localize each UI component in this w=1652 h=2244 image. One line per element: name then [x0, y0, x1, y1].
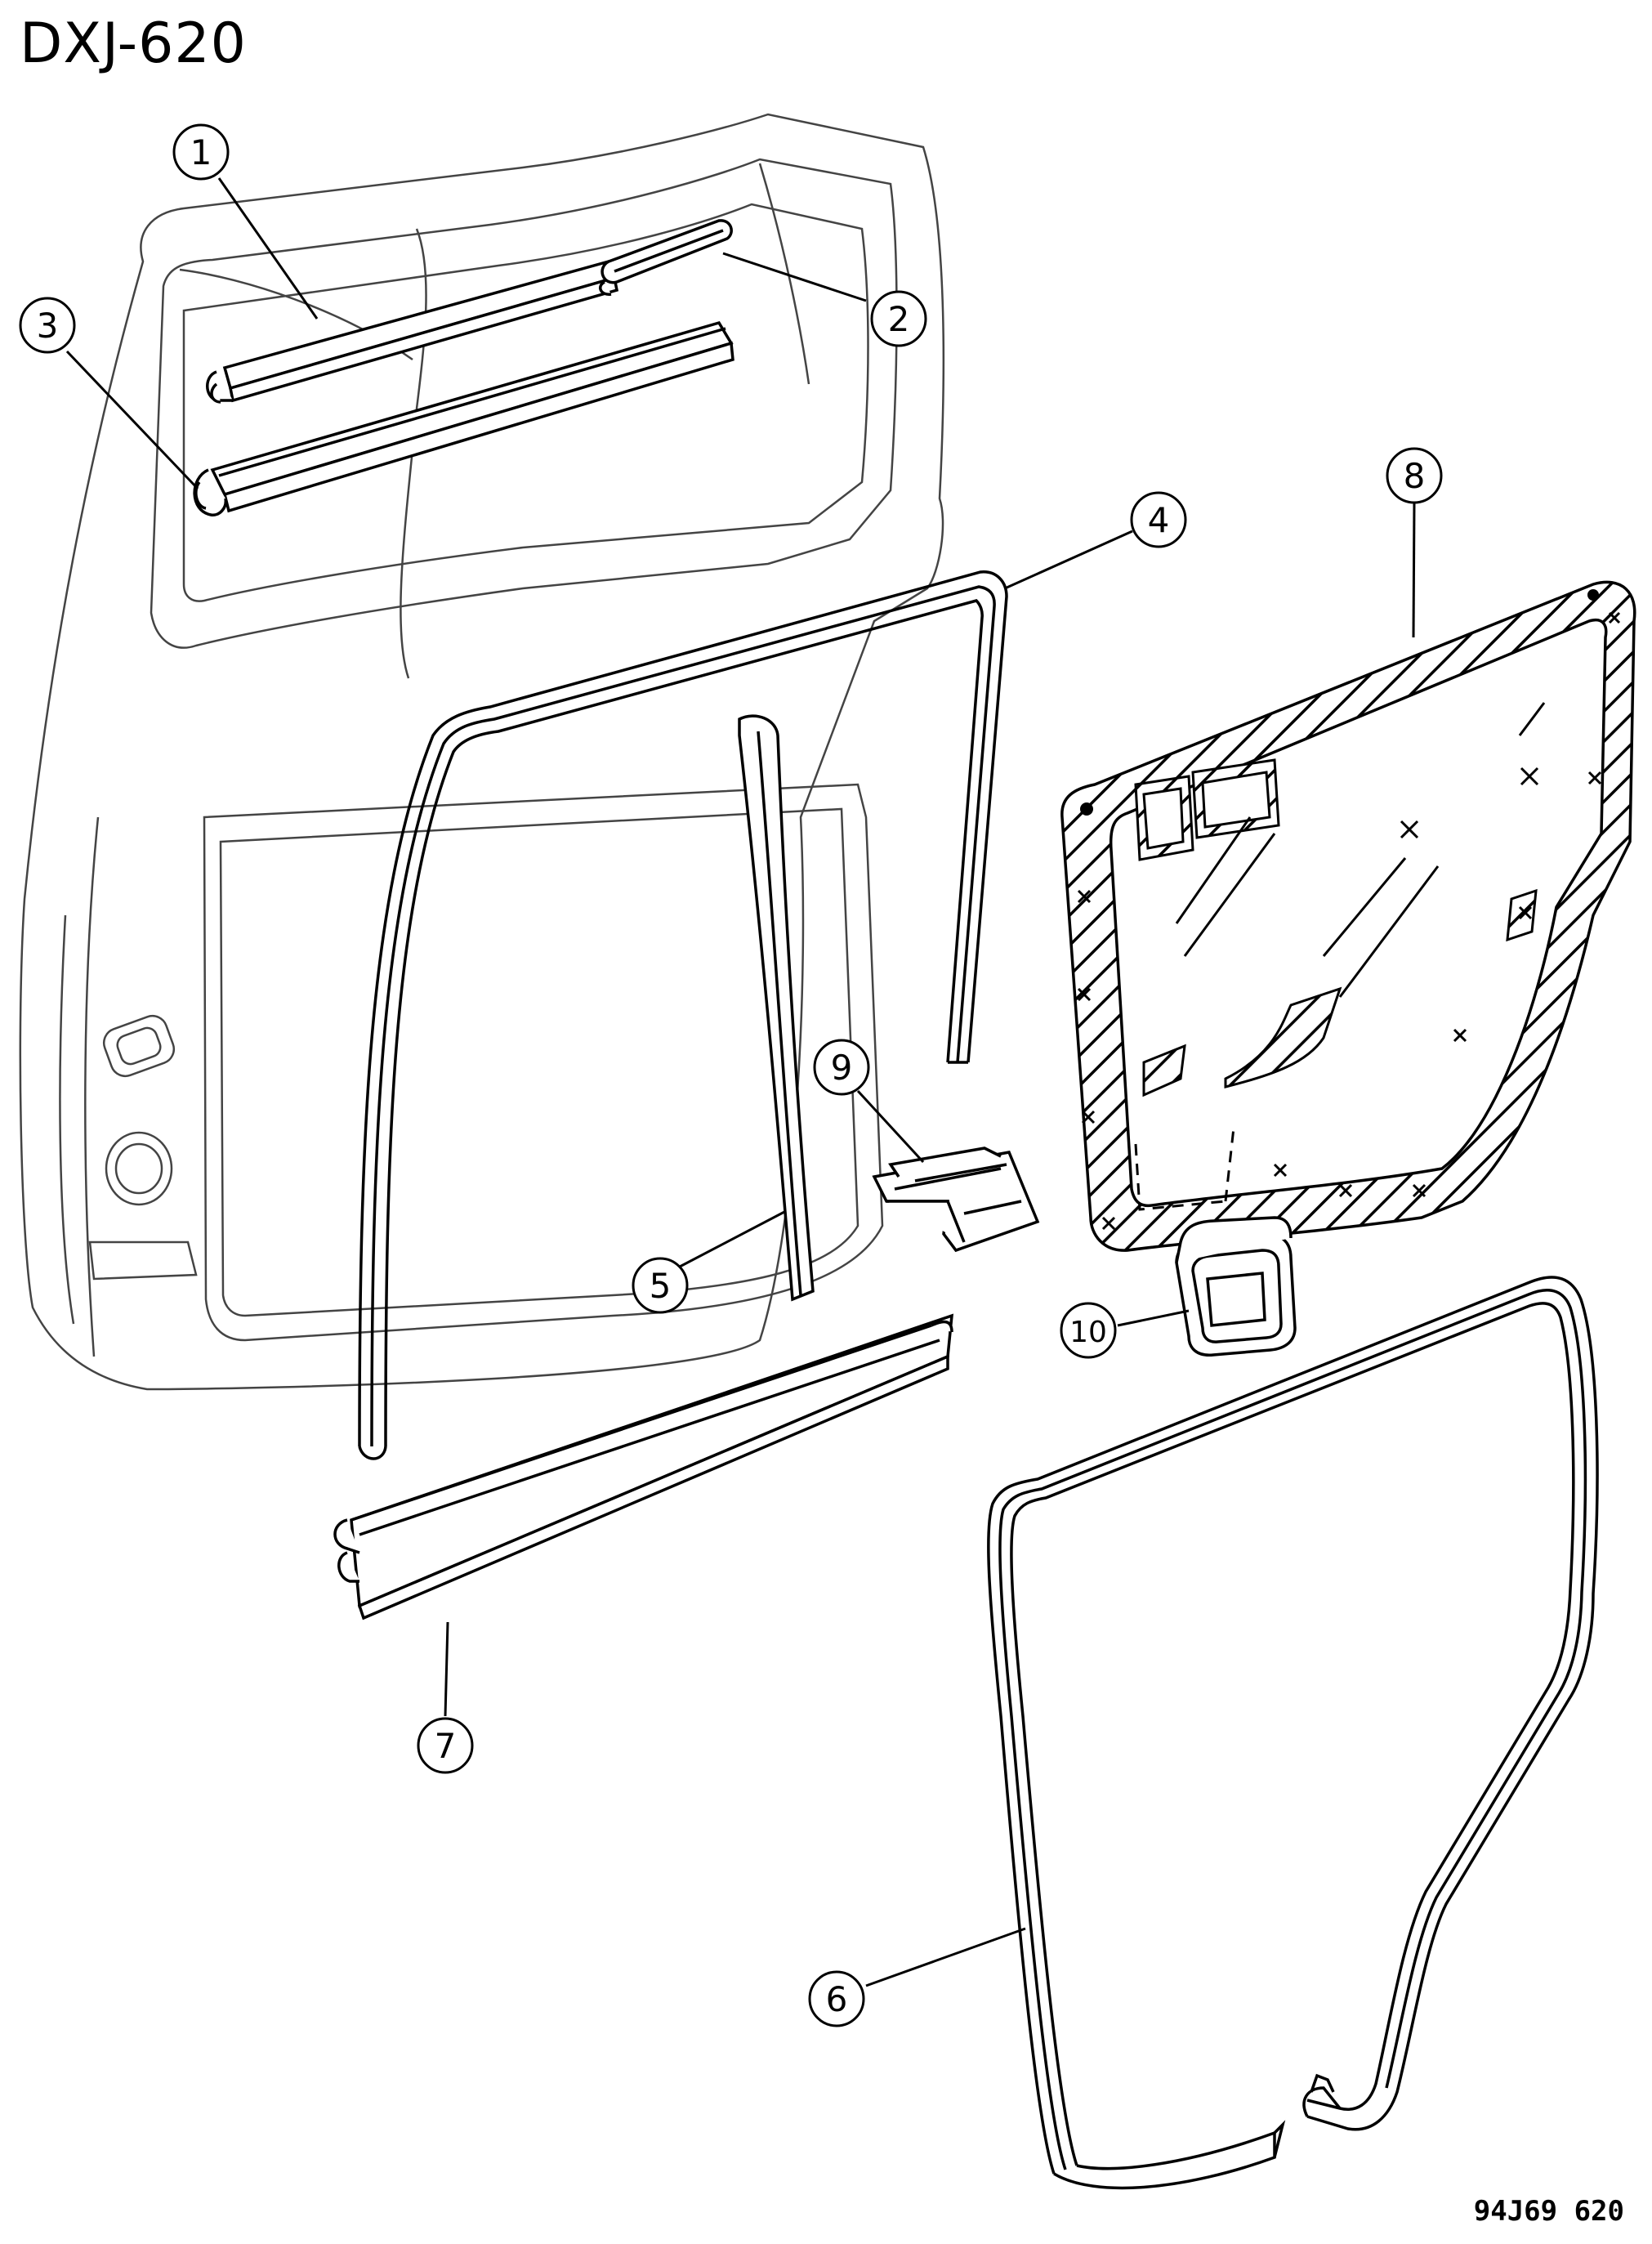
callout-6: 6	[808, 1970, 865, 2027]
callout-9: 9	[813, 1039, 870, 1096]
part-7-sill-seal	[333, 1313, 954, 1620]
part-1-belt-molding	[206, 259, 619, 404]
svg-text:2: 2	[888, 299, 910, 339]
part-10-grommet	[1175, 1216, 1297, 1357]
leader-10	[1117, 1309, 1190, 1327]
callout-2: 2	[870, 290, 927, 347]
leader-2	[722, 252, 867, 302]
part-5-pillar-seal	[738, 714, 815, 1302]
svg-text:4: 4	[1148, 500, 1170, 540]
leader-1	[217, 177, 319, 320]
svg-text:6: 6	[826, 1979, 848, 2019]
callout-1: 1	[172, 123, 230, 181]
part-8-trim-panel	[1060, 580, 1636, 1252]
callout-3: 3	[19, 297, 76, 354]
callout-7: 7	[417, 1717, 474, 1774]
svg-text:9: 9	[831, 1048, 853, 1088]
part-4-glass-run-channel	[358, 570, 1008, 1460]
drawing-code: 94J69 620	[1473, 2195, 1624, 2228]
leader-6	[865, 1927, 1026, 1987]
svg-text:8: 8	[1404, 456, 1426, 496]
leader-8	[1412, 502, 1416, 638]
svg-text:1: 1	[190, 132, 212, 172]
part-2-clip	[598, 219, 733, 296]
svg-text:7: 7	[435, 1726, 457, 1766]
callout-8: 8	[1386, 447, 1443, 504]
leader-3	[65, 350, 199, 490]
part-9-bracket	[872, 1147, 1040, 1253]
callout-5: 5	[632, 1257, 689, 1314]
callout-4: 4	[1130, 491, 1187, 548]
svg-text:10: 10	[1069, 1316, 1107, 1349]
part-3-belt-weatherstrip	[193, 320, 734, 516]
part-6-door-opening-weatherstrip	[987, 1276, 1599, 2190]
callouts: 1 2 3 4 5 6 7 8	[19, 123, 1443, 2027]
leader-9	[856, 1089, 925, 1164]
svg-text:3: 3	[37, 306, 59, 346]
diagram-title: DXJ-620	[20, 11, 247, 76]
leader-7	[444, 1621, 449, 1717]
callout-10: 10	[1060, 1302, 1117, 1359]
leader-lines	[65, 177, 1416, 1987]
leader-4	[1004, 530, 1133, 590]
svg-text:5: 5	[650, 1266, 672, 1306]
leader-5	[679, 1209, 787, 1268]
